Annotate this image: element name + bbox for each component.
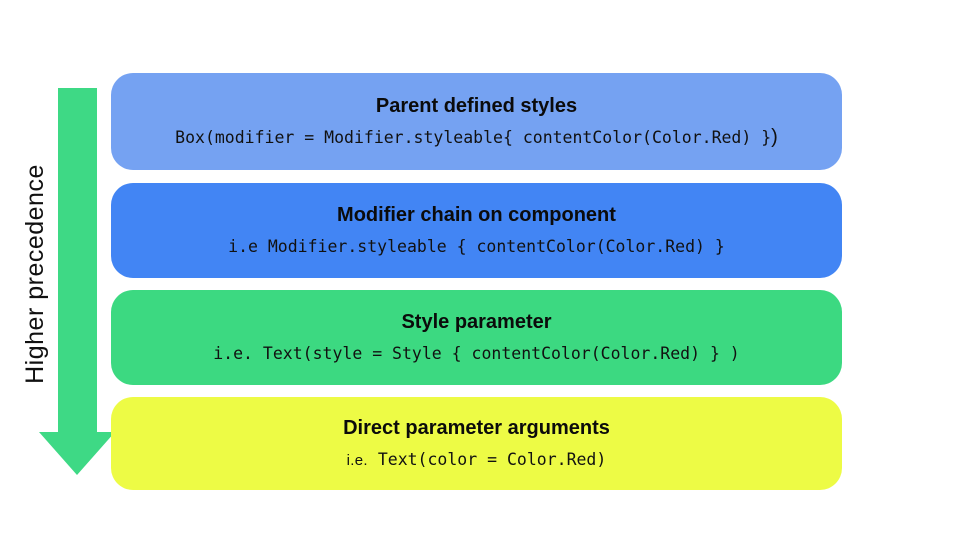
code-suffix: ) (771, 125, 778, 148)
box-parent-defined-styles: Parent defined styles Box(modifier = Mod… (111, 73, 842, 170)
box-code: i.e. Text(color = Color.Red) (347, 447, 607, 471)
box-code: Box(modifier = Modifier.styleable{ conte… (175, 125, 778, 149)
down-arrow-icon (39, 88, 115, 475)
box-title: Parent defined styles (375, 94, 578, 117)
code-mono: Text(color = Color.Red) (367, 449, 607, 469)
code-prefix: i.e. (346, 451, 368, 469)
code-mono: i.e. Text(style = Style { contentColor(C… (213, 343, 740, 363)
box-style-parameter: Style parameter i.e. Text(style = Style … (111, 290, 842, 385)
code-mono: i.e Modifier.styleable { contentColor(Co… (228, 236, 725, 256)
box-title: Style parameter (401, 310, 552, 333)
box-code: i.e Modifier.styleable { contentColor(Co… (228, 234, 725, 258)
arrow-head (39, 432, 115, 475)
arrow-shaft (58, 88, 97, 432)
box-direct-parameter-arguments: Direct parameter arguments i.e. Text(col… (111, 397, 842, 490)
box-title: Direct parameter arguments (343, 416, 610, 439)
box-code: i.e. Text(style = Style { contentColor(C… (213, 341, 740, 365)
code-mono: Box(modifier = Modifier.styleable{ conte… (175, 127, 772, 147)
box-title: Modifier chain on component (337, 203, 616, 226)
box-modifier-chain: Modifier chain on component i.e Modifier… (111, 183, 842, 278)
